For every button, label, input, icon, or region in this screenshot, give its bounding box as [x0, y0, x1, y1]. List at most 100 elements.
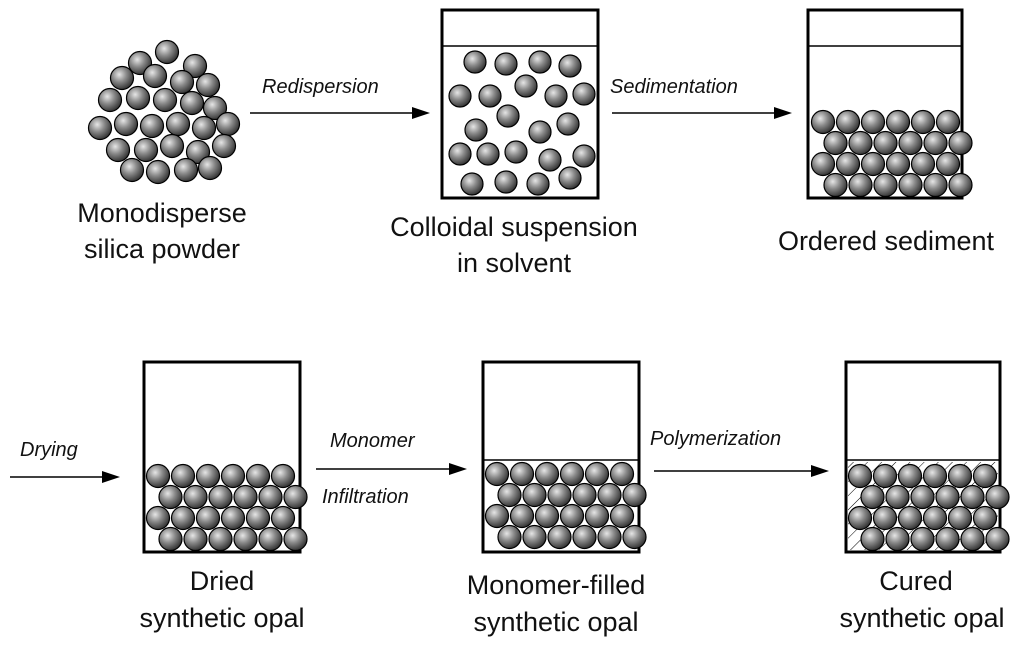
silica-sphere [245, 463, 271, 489]
silica-sphere [476, 142, 500, 166]
silica-sphere [873, 172, 898, 198]
silica-sphere [158, 484, 183, 510]
silica-sphere [145, 505, 171, 531]
silica-sphere [133, 137, 159, 163]
silica-sphere [572, 524, 597, 550]
silica-sphere [897, 463, 923, 489]
silica-sphere [572, 482, 597, 508]
silica-sphere [448, 142, 472, 166]
dried-opal-spheres [145, 463, 308, 552]
dried-caption-line-1: Dried [190, 566, 255, 596]
silica-sphere [547, 482, 572, 508]
monomer-filled-caption-line-2: synthetic opal [473, 607, 638, 637]
suspension-container [440, 8, 600, 200]
silica-sphere [97, 87, 123, 113]
silica-sphere [898, 172, 923, 198]
silica-sphere [534, 461, 560, 487]
powder-caption: Monodisperse silica powder [77, 198, 247, 264]
silica-sphere [105, 137, 131, 163]
silica-sphere [835, 151, 861, 177]
silica-sphere [526, 172, 550, 196]
silica-sphere [898, 130, 923, 156]
monomer-filled-container [481, 360, 647, 554]
silica-sphere [534, 503, 560, 529]
silica-sphere [497, 524, 522, 550]
silica-sphere [258, 484, 283, 510]
silica-sphere [159, 133, 185, 159]
silica-sphere [860, 484, 885, 510]
silica-sphere [860, 109, 886, 135]
powder-caption-line-2: silica powder [84, 234, 240, 264]
silica-sphere [547, 524, 572, 550]
silica-sphere [119, 157, 145, 183]
cured-caption: Cured synthetic opal [839, 566, 1004, 633]
silica-sphere [460, 172, 484, 196]
silica-sphere [584, 503, 610, 529]
silica-sphere [823, 130, 848, 156]
silica-sphere [202, 95, 228, 121]
monomer-filled-caption-line-1: Monomer-filled [467, 570, 646, 600]
polymerization-label: Polymerization [650, 428, 781, 450]
silica-sphere [220, 505, 246, 531]
silica-sphere [848, 172, 873, 198]
silica-sphere [885, 484, 910, 510]
polymerization-arrow: Polymerization [650, 428, 829, 477]
powder-caption-line-1: Monodisperse [77, 198, 247, 228]
silica-sphere [935, 109, 961, 135]
silica-sphere [810, 151, 836, 177]
silica-sphere [847, 463, 873, 489]
silica-sphere [935, 526, 960, 552]
silica-sphere [509, 503, 535, 529]
dried-caption: Dried synthetic opal [139, 566, 304, 633]
silica-sphere [860, 526, 885, 552]
silica-sphere [522, 524, 547, 550]
silica-sphere [270, 463, 296, 489]
silica-sphere [556, 112, 580, 136]
silica-sphere [169, 69, 195, 95]
silica-sphere [972, 463, 998, 489]
silica-sphere [609, 503, 635, 529]
silica-sphere [948, 172, 973, 198]
suspension-caption-line-1: Colloidal suspension [390, 212, 638, 242]
silica-sphere [609, 461, 635, 487]
silica-sphere [810, 109, 836, 135]
silica-sphere [835, 109, 861, 135]
silica-sphere [622, 524, 647, 550]
cured-caption-line-1: Cured [879, 566, 953, 596]
silica-sphere [270, 505, 296, 531]
silica-sphere [464, 118, 488, 142]
silica-sphere [885, 109, 911, 135]
silica-sphere [935, 484, 960, 510]
dried-caption-line-2: synthetic opal [139, 603, 304, 633]
silica-sphere [183, 526, 208, 552]
silica-sphere [463, 50, 487, 74]
silica-sphere [152, 87, 178, 113]
sediment-caption-line-1: Ordered sediment [778, 226, 995, 256]
silica-sphere [197, 155, 223, 181]
monomer-filled-spheres [484, 461, 647, 550]
silica-sphere [494, 52, 518, 76]
silica-sphere [823, 172, 848, 198]
monomer-infiltration-label-top: Monomer [330, 430, 416, 452]
silica-sphere [860, 151, 886, 177]
silica-sphere [233, 526, 258, 552]
silica-sphere [497, 482, 522, 508]
silica-sphere [910, 151, 936, 177]
silica-sphere [528, 50, 552, 74]
silica-sphere [597, 482, 622, 508]
silica-sphere [158, 526, 183, 552]
silica-sphere [215, 111, 241, 137]
silica-sphere [572, 144, 596, 168]
cured-opal-spheres [847, 463, 1010, 552]
monomer-infiltration-arrow: Monomer Infiltration [316, 430, 467, 508]
silica-sphere [484, 503, 510, 529]
silica-sphere [173, 157, 199, 183]
silica-sphere [183, 484, 208, 510]
silica-sphere [142, 63, 168, 89]
silica-sphere [948, 130, 973, 156]
silica-sphere [872, 463, 898, 489]
silica-sphere [960, 526, 985, 552]
silica-sphere [504, 140, 528, 164]
silica-sphere [558, 166, 582, 190]
